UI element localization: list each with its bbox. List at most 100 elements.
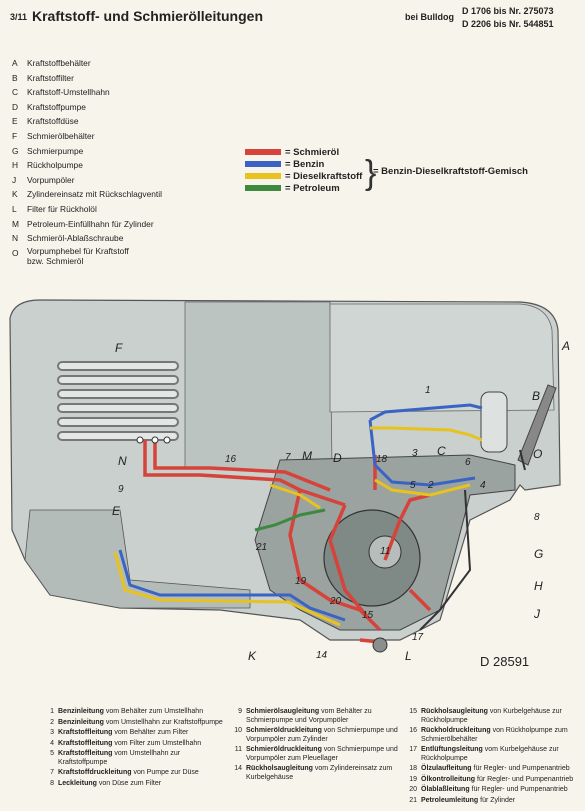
line-route: von Kurbelgehäuse zur Rückholpumpe	[421, 708, 562, 724]
line-type: Benzinleitung	[58, 708, 104, 715]
fuel-filter	[480, 391, 508, 453]
legend-group-label: = Benzin-Dieselkraftstoff-Gemisch	[373, 166, 528, 177]
line-number-labels: 1 2 3 4 5 6 7 8 9 11 14 15 16 17 18 19 2…	[118, 385, 540, 661]
line-description: Petroleumleitung für Zylinder	[421, 797, 578, 806]
part-letter: F	[12, 130, 18, 141]
part-letter: G	[12, 145, 19, 156]
num-7: 7	[285, 452, 291, 463]
line-description: Schmieröldruckleitung von Schmierpumpe u…	[246, 727, 398, 744]
part-name: Vorpumphebel für Kraftstoff bzw. Schmier…	[27, 245, 129, 266]
letter-D: D	[333, 451, 342, 465]
tank-rear	[329, 303, 555, 413]
line-number: 10	[234, 727, 242, 734]
line-description: Rückholdruckleitung von Rückholpumpe zum…	[421, 727, 578, 744]
part-letter: A	[12, 58, 18, 68]
grille	[57, 361, 179, 441]
line-route: vom Behälter zum Filter	[112, 729, 189, 736]
num-20: 20	[329, 596, 342, 607]
part-letter: J	[12, 174, 17, 185]
line-description: Benzinleitung vom Umstellhahn zur Krafts…	[58, 719, 225, 728]
line-route: vom Filter zum Umstellhahn	[112, 739, 202, 747]
letter-B: B	[532, 389, 540, 403]
line-item: 4 Kraftstoffleitung vom Filter zum Umstel…	[40, 740, 225, 749]
legend-swatch	[245, 185, 281, 191]
line-item: 3 Kraftstoffleitung vom Behälter zum Filt…	[40, 729, 225, 738]
legend-entry: = Dieselkraftstoff	[245, 170, 362, 182]
part-letter: H	[12, 160, 19, 171]
part-name: Filter für Rückholöl	[27, 203, 97, 214]
line-route: vom Zylindereinsatz zum Kurbelgehäuse	[246, 765, 393, 781]
part-item: G Schmierpumpe	[12, 144, 242, 159]
part-name: Rückholpumpe	[27, 160, 83, 171]
oil-filter-l	[372, 637, 388, 653]
legend-brace: }	[365, 154, 377, 192]
legend-entry: = Benzin	[245, 158, 362, 170]
line-type: Benzinleitung	[58, 718, 104, 726]
num-14: 14	[316, 650, 328, 661]
letter-N: N	[118, 454, 127, 468]
part-letter: E	[12, 116, 18, 127]
line-description: Kraftstoffleitung vom Behälter zum Filte…	[58, 729, 225, 738]
flywheel-hub	[368, 535, 402, 569]
legend-label: = Dieselkraftstoff	[285, 170, 363, 182]
line-route: für Regler- und Pumpenantrieb	[471, 765, 570, 772]
line-route: von Pumpe zur Düse	[131, 769, 199, 776]
line-type: Kraftstoffdruckleitung	[58, 769, 132, 776]
tractor-diagram: A B C D E F G H J K L M N O 1 2 3 4 5 6 …	[9, 299, 570, 663]
part-name: Schmieröl-Ablaßschraube	[27, 233, 124, 244]
line-type: Leckleitung	[58, 779, 97, 787]
letter-F: F	[115, 341, 123, 355]
line-type: Rückholsaugleitung	[421, 708, 488, 715]
line-type: Ölzulaufleitung	[421, 765, 472, 772]
diesel-lines	[113, 426, 483, 627]
drawing-code: D 28591	[480, 654, 530, 669]
line-route: für Zylinder	[478, 796, 516, 804]
letter-C: C	[437, 444, 446, 458]
header-number: 3/11	[10, 12, 28, 22]
letter-G: G	[534, 547, 543, 561]
num-4: 4	[480, 480, 486, 491]
line-type: Rückholsaugleitung	[246, 765, 313, 772]
line-route: von Schmierpumpe und Vorpumpöler zum Zyl…	[246, 727, 398, 743]
part-name: Kraftstoffdüse	[27, 116, 79, 127]
line-description: Ölablaßleitung für Regler- und Pumpenant…	[421, 786, 578, 795]
line-number: 21	[409, 796, 417, 804]
line-description: Rückholsaugleitung von Kurbelgehäuse zur…	[421, 708, 578, 725]
line-type: Schmierölsaugleitung	[246, 708, 320, 715]
num-3: 3	[412, 448, 418, 459]
line-type: Kraftstoffleitung	[58, 739, 113, 747]
legend-swatch	[245, 149, 281, 155]
part-item: E Kraftstoffdüse	[12, 114, 242, 129]
line-number: 20	[409, 786, 417, 793]
line-route: für Regler- und Pumpenantrieb	[469, 786, 568, 793]
part-letter: B	[12, 72, 18, 83]
line-number: 3	[50, 729, 54, 736]
line-number: 4	[50, 739, 54, 747]
line-route: von Rückholpumpe zum Schmierölbehälter	[421, 727, 568, 743]
part-name: Schmierpumpe	[27, 145, 84, 156]
line-description: Benzinleitung vom Behälter zum Umstellha…	[58, 708, 225, 717]
line-route: vom Umstellhahn zur Kraftstoffpumpe	[58, 750, 181, 766]
lower-frame	[24, 509, 251, 609]
line-type: Petroleumleitung	[421, 796, 479, 804]
num-5: 5	[410, 480, 416, 491]
part-name: Vorpumpöler	[27, 174, 75, 185]
part-name: Petroleum-Einfüllhahn für Zylinder	[27, 218, 154, 229]
letter-O: O	[533, 447, 542, 461]
